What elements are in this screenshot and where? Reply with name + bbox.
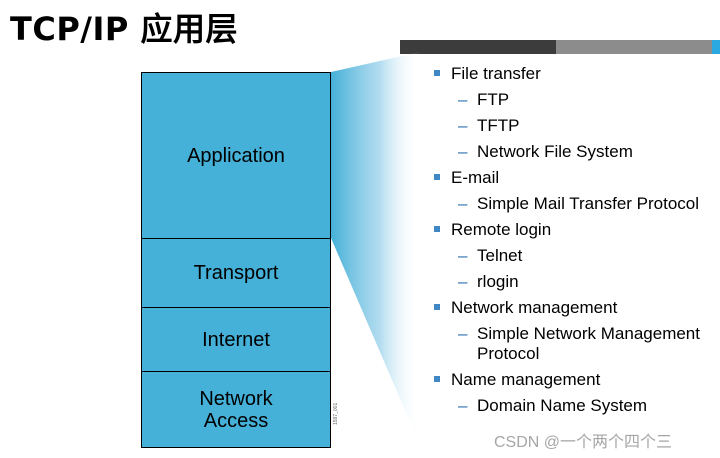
dash-bullet-icon: – — [458, 142, 468, 161]
square-bullet-icon — [434, 304, 440, 310]
list-subitem-snmp: – Simple Network Management Protocol — [458, 324, 700, 363]
list-item-file-transfer: File transfer — [434, 64, 720, 84]
page-title: TCP/IP 应用层 — [10, 10, 238, 48]
layer-transport: Transport — [141, 239, 331, 308]
csdn-watermark: CSDN @一个两个四个三 — [494, 434, 673, 451]
dash-bullet-icon: – — [458, 324, 468, 343]
figure-code: 1597_001 — [333, 402, 339, 425]
layer-network-access: Network Access — [141, 372, 331, 448]
layer-network-access-line1: Network — [199, 387, 273, 410]
tcpip-layer-stack: Application Transport Internet Network A… — [141, 72, 331, 448]
layer-application-label: Application — [187, 144, 285, 167]
header-bar-dark — [400, 40, 556, 54]
dash-bullet-icon: – — [458, 246, 468, 265]
dash-bullet-icon: – — [458, 194, 468, 213]
funnel-shape — [331, 52, 420, 445]
layer-application: Application — [141, 72, 331, 239]
dash-bullet-icon: – — [458, 116, 468, 135]
list-item-remote-login: Remote login — [434, 220, 720, 240]
layer-internet: Internet — [141, 308, 331, 372]
square-bullet-icon — [434, 226, 440, 232]
list-subitem-ftp: – FTP — [458, 90, 510, 109]
dash-bullet-icon: – — [458, 272, 468, 291]
list-subitem-dns: – Domain Name System — [458, 396, 648, 415]
list-item-email: E-mail — [434, 168, 720, 188]
dash-bullet-icon: – — [458, 90, 468, 109]
list-subitem-nfs: – Network File System — [458, 142, 633, 161]
layer-network-access-line2: Access — [203, 409, 269, 432]
square-bullet-icon — [434, 174, 440, 180]
application-protocol-list: File transfer – FTP – TFTP – Network Fil… — [434, 64, 720, 422]
list-item-network-management: Network management — [434, 298, 720, 318]
layer-transport-label: Transport — [193, 262, 279, 284]
layer-network-access-label: Network Access — [199, 388, 272, 432]
list-subitem-telnet: – Telnet — [458, 246, 523, 265]
dash-bullet-icon: – — [458, 396, 468, 415]
layer-internet-label: Internet — [202, 328, 270, 351]
list-item-name-management: Name management — [434, 370, 720, 390]
header-bar-gray — [556, 40, 712, 54]
list-subitem-tftp: – TFTP — [458, 116, 520, 135]
square-bullet-icon — [434, 70, 440, 76]
list-subitem-smtp: – Simple Mail Transfer Protocol — [458, 194, 700, 213]
header-bar-accent — [712, 40, 720, 54]
list-subitem-rlogin: – rlogin — [458, 272, 519, 291]
square-bullet-icon — [434, 376, 440, 382]
